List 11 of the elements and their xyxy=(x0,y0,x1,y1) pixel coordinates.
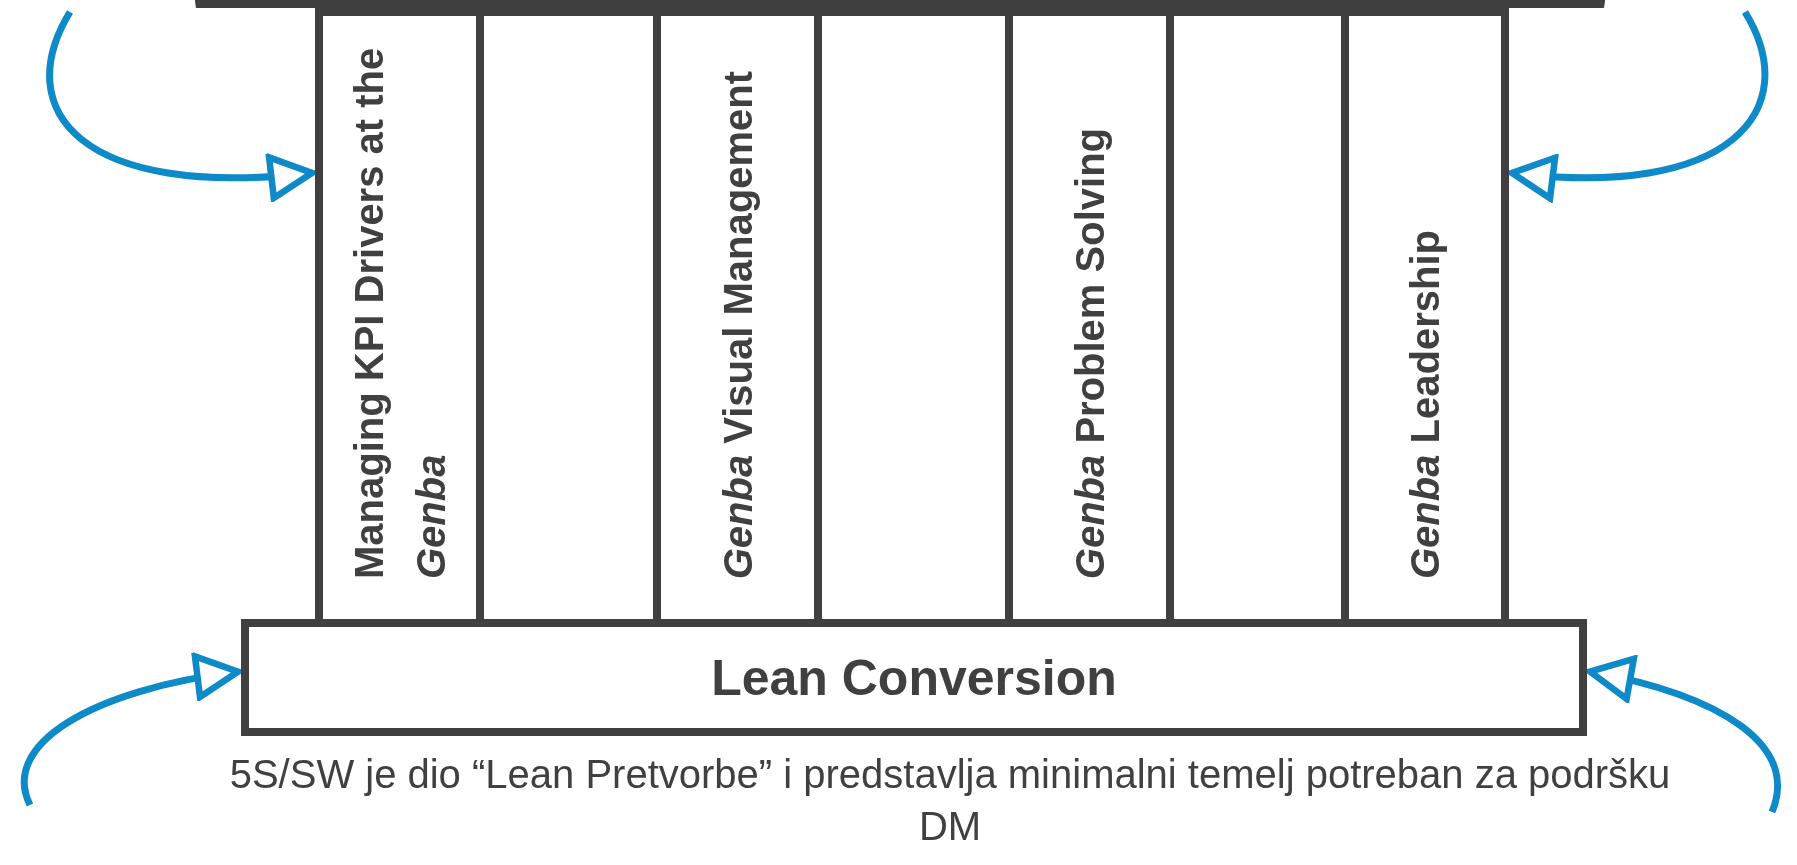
curved-arrow xyxy=(1586,656,1781,813)
pillar-label: Genba Problem Solving xyxy=(1066,127,1113,579)
pillar-label: Managing KPI Drivers at the Genba xyxy=(345,46,454,579)
foundation-box xyxy=(241,619,1587,736)
curved-arrow xyxy=(1508,10,1769,201)
curved-arrow xyxy=(21,654,242,807)
caption: 5S/SW je dio “Lean Pretvorbe” i predstavlja minimalni temelj potreban za podršku DM xyxy=(228,751,1672,850)
foundation-label: Lean Conversion xyxy=(711,648,1117,707)
pillar-label: Genba Leadership xyxy=(1402,230,1448,579)
curved-arrow xyxy=(46,10,316,200)
pillar-label: Genba Visual Management xyxy=(714,70,761,579)
